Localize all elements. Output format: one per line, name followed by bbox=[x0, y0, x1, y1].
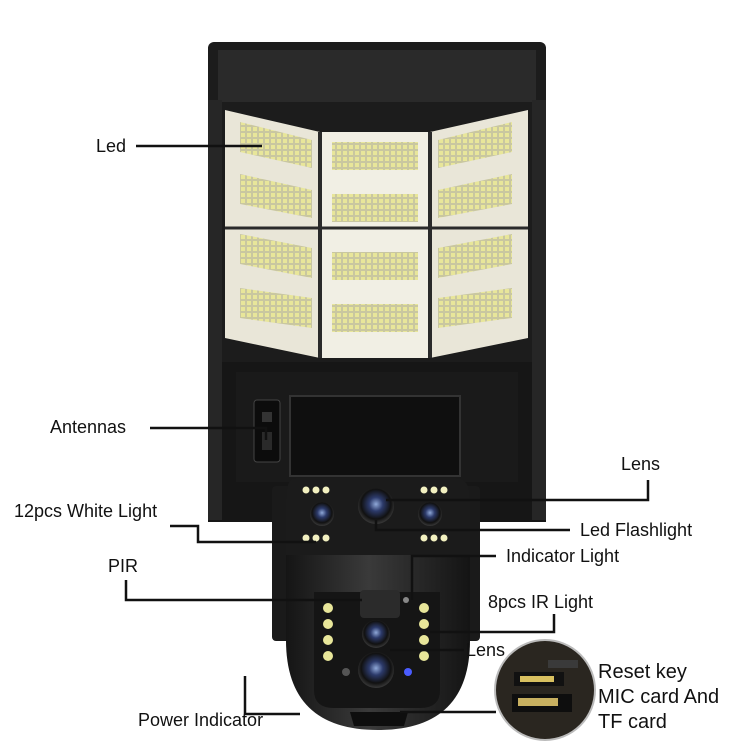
inset-line-mic-card: MIC card And bbox=[598, 686, 720, 708]
label-white-light: 12pcs White Light bbox=[14, 501, 158, 521]
blue-indicator-dot bbox=[404, 668, 412, 676]
camera-mount bbox=[236, 372, 518, 482]
power-indicator-dot bbox=[342, 668, 350, 676]
label-led: Led bbox=[96, 136, 127, 156]
label-led-flashlight: Led Flashlight bbox=[580, 520, 693, 540]
top-lenses bbox=[310, 488, 442, 526]
white-lights bbox=[302, 486, 448, 542]
label-lens-top: Lens bbox=[621, 454, 661, 474]
card-slot-inset bbox=[494, 639, 596, 741]
lower-camera-face bbox=[314, 590, 440, 708]
inset-line-tf-card: TF card bbox=[598, 711, 667, 733]
lens-bottom-upper bbox=[362, 620, 390, 648]
lens-top-right bbox=[418, 502, 442, 526]
indicator-light bbox=[403, 597, 409, 603]
led-chips-right bbox=[438, 122, 512, 328]
label-lens-bottom: Lens bbox=[466, 640, 506, 660]
led-chips-center bbox=[332, 142, 418, 332]
led-panel-array bbox=[225, 110, 528, 358]
lens-top-center bbox=[358, 488, 394, 524]
label-antennas: Antennas bbox=[50, 417, 127, 437]
leader-lines bbox=[124, 144, 650, 716]
inset-line-reset-key: Reset key bbox=[598, 661, 687, 683]
led-chips-left bbox=[240, 122, 312, 328]
lens-top-left bbox=[310, 502, 334, 526]
inset-caption: Reset key MIC card And TF card bbox=[598, 660, 719, 735]
label-pir: PIR bbox=[108, 556, 139, 576]
lens-bottom-lower bbox=[358, 652, 394, 688]
label-power-indicator: Power Indicator bbox=[138, 710, 264, 730]
label-indicator-light: Indicator Light bbox=[506, 546, 620, 566]
label-ir-light: 8pcs IR Light bbox=[488, 592, 594, 612]
pir-sensor bbox=[360, 590, 400, 618]
